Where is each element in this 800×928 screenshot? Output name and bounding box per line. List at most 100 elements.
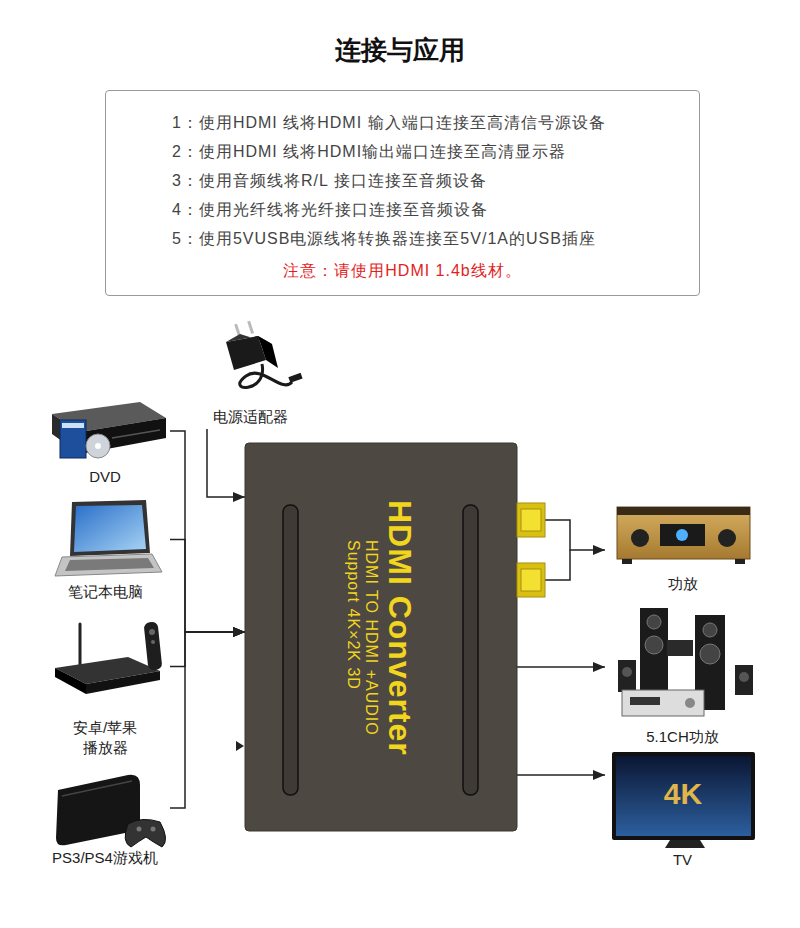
laptop-icon xyxy=(74,505,146,552)
power-adapter-icon xyxy=(247,321,254,334)
speaker-system-icon xyxy=(630,697,660,705)
device-caption: TV xyxy=(605,850,760,870)
speaker-system-icon xyxy=(618,660,636,692)
connector-arrow xyxy=(517,774,605,776)
dvd-player-icon xyxy=(86,434,110,458)
game-console: PS3/PS4游戏机 xyxy=(40,768,170,868)
tv-icon xyxy=(616,756,751,836)
media-player-icon xyxy=(79,624,82,668)
speaker-system-icon xyxy=(622,667,632,677)
device-caption: PS3/PS4游戏机 xyxy=(40,848,170,868)
note-text: 注意：请使用HDMI 1.4b线材。 xyxy=(106,256,699,285)
speaker-system-icon xyxy=(618,608,753,716)
power-adapter: 电源适配器 xyxy=(195,325,305,427)
speaker-system-icon xyxy=(622,690,704,716)
converter-housing xyxy=(517,563,545,597)
tv-icon xyxy=(612,752,755,848)
converter-housing xyxy=(545,550,570,580)
dvd-player-icon xyxy=(52,402,166,458)
speaker-system-icon xyxy=(703,623,717,637)
power-adapter-icon xyxy=(258,336,278,368)
media-player-icon xyxy=(151,640,155,644)
instruction-line: 5：使用5VUSB电源线将转换器连接至5V/1A的USB插座 xyxy=(106,224,699,253)
game-console-icon xyxy=(137,827,142,832)
speaker-system-icon xyxy=(685,698,695,708)
laptop-icon xyxy=(70,500,150,556)
converter-housing xyxy=(463,505,478,795)
converter-housing xyxy=(236,741,244,751)
media-player-icon xyxy=(55,621,162,694)
laptop: 笔记本电脑 xyxy=(40,497,170,602)
converter-housing xyxy=(236,443,570,831)
amplifier-icon xyxy=(617,507,750,564)
power-adapter-icon xyxy=(226,321,303,388)
laptop-icon xyxy=(55,500,162,576)
instruction-box: 1：使用HDMI 线将HDMI 输入端口连接至高清信号源设备2：使用HDMI 线… xyxy=(105,90,700,296)
power-adapter-icon xyxy=(288,373,302,383)
tv-screen-text: 4K xyxy=(650,776,716,812)
converter-housing xyxy=(517,503,545,537)
speaker-system-icon xyxy=(739,672,749,682)
connector-arrow xyxy=(207,429,245,497)
converter-housing xyxy=(245,443,517,831)
power-adapter-icon xyxy=(240,364,292,387)
product-label: HDMI Converter xyxy=(382,500,419,756)
amplifier-icon xyxy=(676,529,688,541)
media-player-icon xyxy=(55,668,86,694)
device-caption: 功放 xyxy=(605,574,760,594)
connector-arrow xyxy=(170,632,245,808)
media-player-icon xyxy=(144,621,163,670)
product-label: HDMI TO HDMI +AUDIO xyxy=(362,540,380,736)
converter-box: HDMI ConverterHDMI TO HDMI +AUDIOSupport… xyxy=(245,443,517,831)
instruction-line: 1：使用HDMI 线将HDMI 输入端口连接至高清信号源设备 xyxy=(106,108,699,137)
tv-icon xyxy=(665,840,705,848)
amplifier-icon xyxy=(660,524,705,546)
amplifier: 功放 xyxy=(605,500,760,594)
media-player-icon xyxy=(149,629,155,635)
game-console-icon xyxy=(62,781,132,796)
dvd-player-icon xyxy=(60,420,86,458)
device-caption: 安卓/苹果 播放器 xyxy=(64,718,146,758)
device-caption: 笔记本电脑 xyxy=(40,582,170,602)
converter-housing xyxy=(521,509,541,531)
instruction-line: 2：使用HDMI 线将HDMI输出端口连接至高清显示器 xyxy=(106,137,699,166)
tv-icon xyxy=(612,752,755,840)
speaker-system-icon xyxy=(645,636,663,654)
page-title: 连接与应用 xyxy=(0,30,800,70)
amplifier-icon xyxy=(631,529,649,547)
device-caption: DVD xyxy=(40,467,170,487)
amplifier-icon xyxy=(718,529,736,547)
connector-arrow xyxy=(170,431,245,632)
game-console-icon xyxy=(151,827,156,832)
amplifier-icon xyxy=(735,559,745,564)
dvd-player-icon xyxy=(62,423,84,428)
connector-arrow xyxy=(170,540,245,633)
connector-arrow xyxy=(517,666,605,668)
device-caption: 电源适配器 xyxy=(195,407,305,427)
instruction-line: 3：使用音频线将R/L 接口连接至音频设备 xyxy=(106,166,699,195)
media-player: 安卓/苹果 播放器 xyxy=(40,615,170,758)
device-caption: 5.1CH功放 xyxy=(605,727,760,747)
dvd-player-icon xyxy=(112,430,160,438)
connector-arrow xyxy=(170,632,245,667)
dvd-player: DVD xyxy=(40,395,170,487)
game-console-icon xyxy=(125,819,165,847)
converter-housing xyxy=(283,505,298,795)
laptop-icon xyxy=(65,558,154,571)
game-console-icon xyxy=(56,775,166,847)
instruction-line: 4：使用光纤线将光纤接口连接至音频设备 xyxy=(106,195,699,224)
surround-amplifier: 5.1CH功放 xyxy=(605,600,760,747)
amplifier-icon xyxy=(617,507,750,559)
dvd-player-icon xyxy=(95,443,101,449)
laptop-icon xyxy=(55,554,162,576)
speaker-system-icon xyxy=(667,640,693,656)
speaker-system-icon xyxy=(647,615,661,629)
speaker-system-icon xyxy=(700,644,720,664)
speaker-system-icon xyxy=(735,665,753,695)
amplifier-icon xyxy=(617,507,750,515)
media-player-icon xyxy=(86,671,160,694)
product-label: Support 4K×2K 3D xyxy=(344,540,362,690)
amplifier-icon xyxy=(622,559,632,564)
converter-housing xyxy=(521,569,541,591)
